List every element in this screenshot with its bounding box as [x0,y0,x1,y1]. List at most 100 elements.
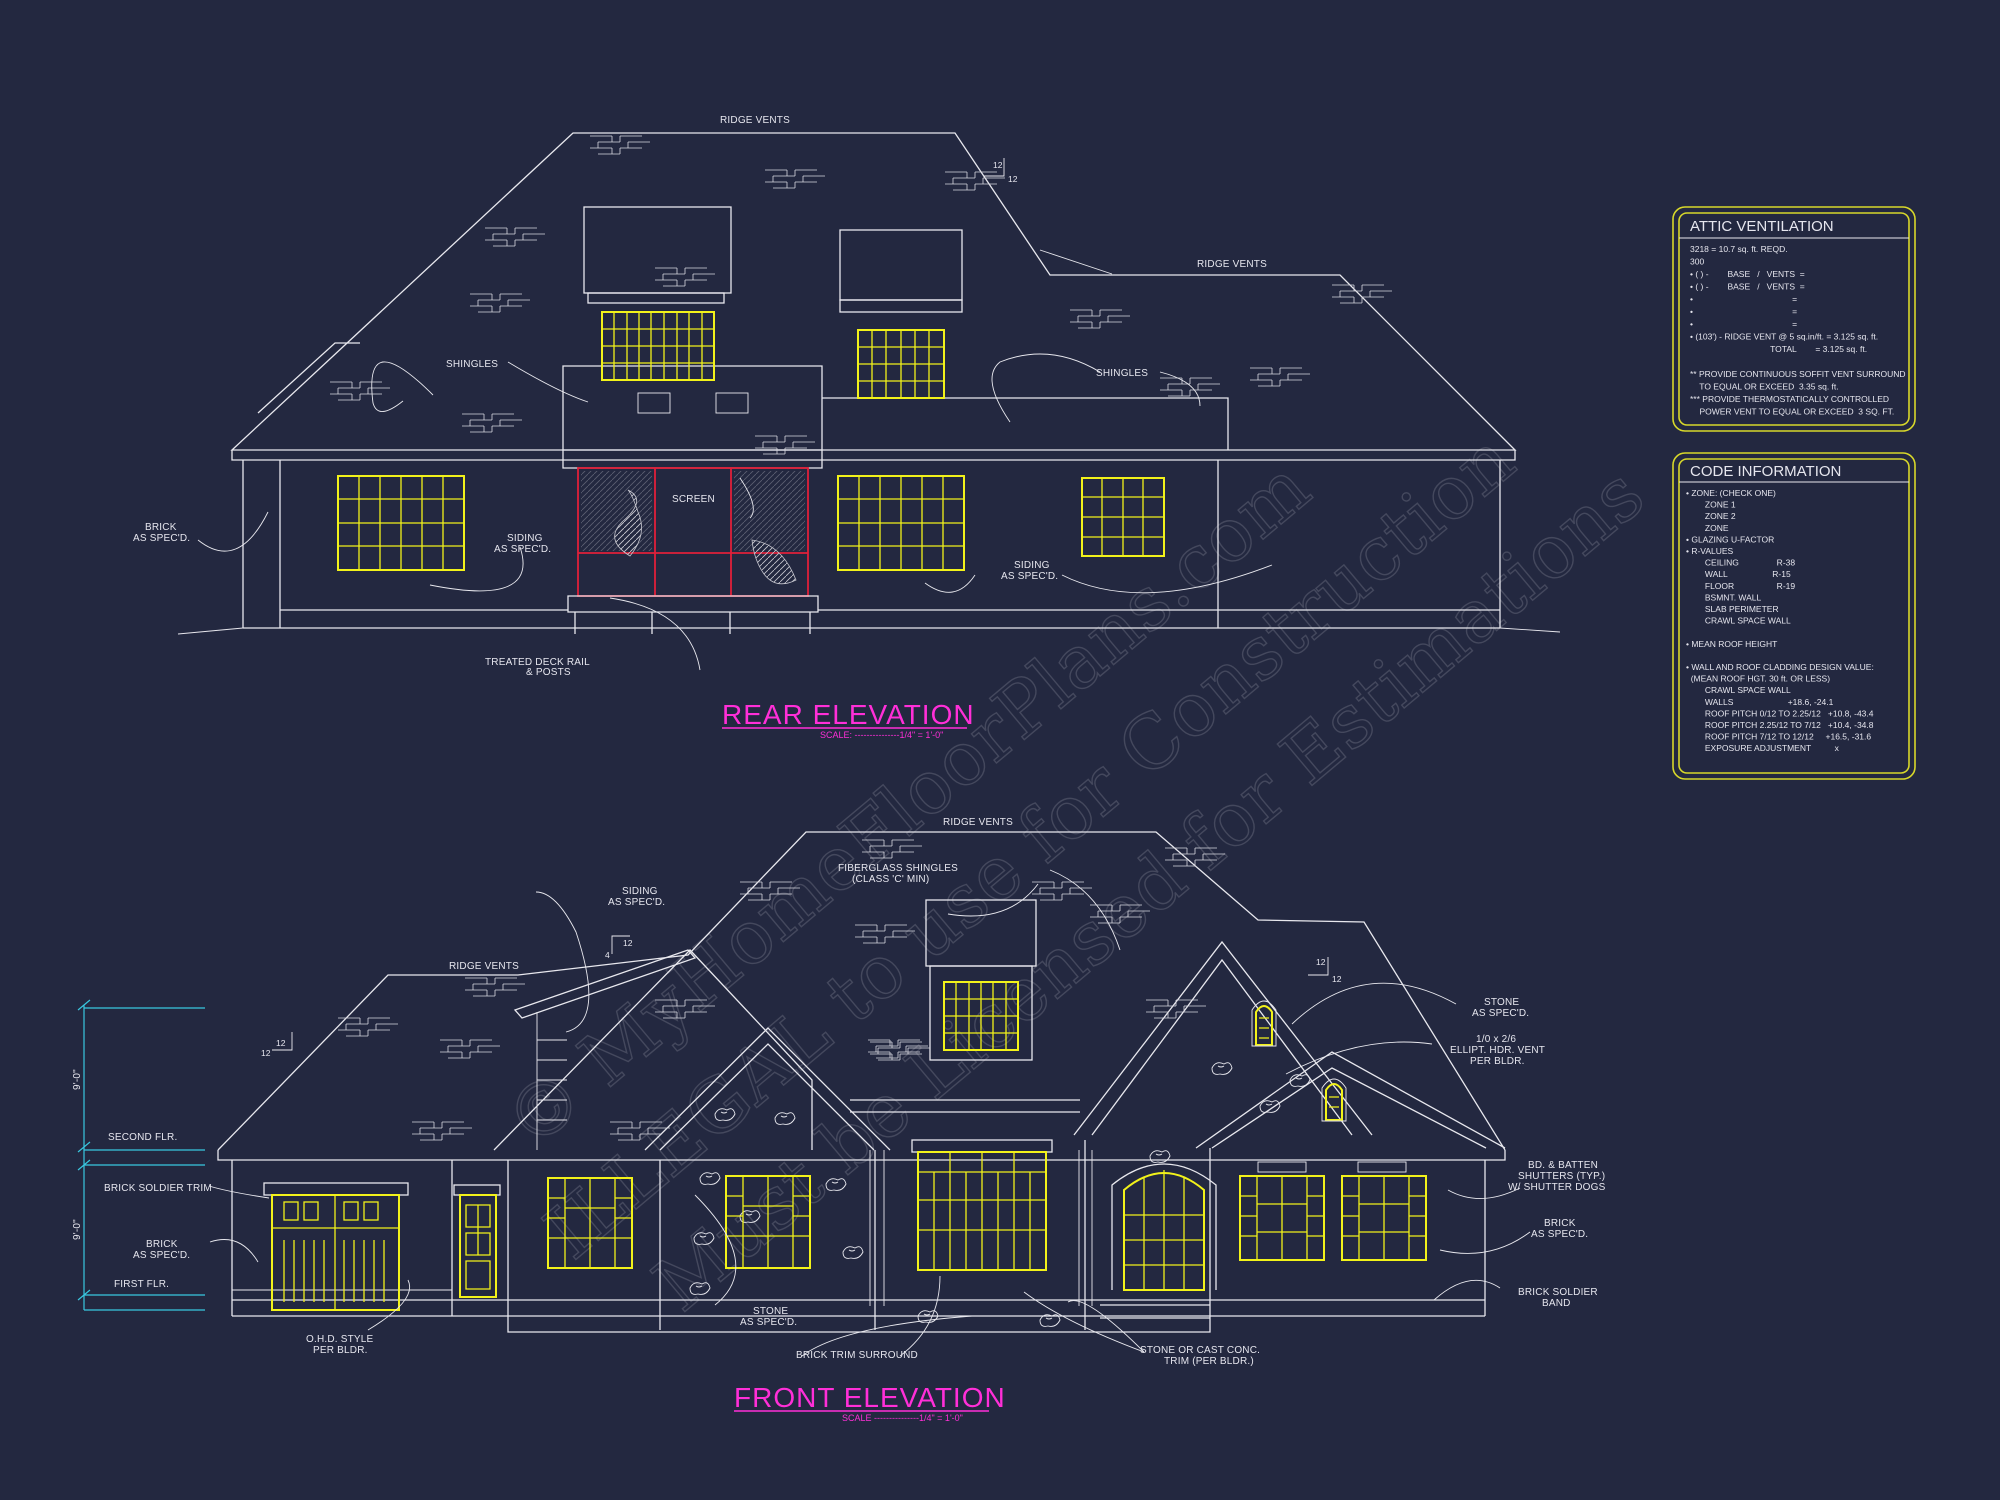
code-information-panel: CODE INFORMATION • ZONE: (CHECK ONE) ZON… [1672,452,1916,780]
rear-label-siding-left-1: SIDING [507,533,543,544]
front-label-ohd-1: O.H.D. STYLE [306,1334,374,1345]
front-label-brick-soldier-trim: BRICK SOLDIER TRIM [104,1183,212,1194]
front-pitch-b-run: 12 [276,1038,286,1048]
code-information-line: CRAWL SPACE WALL [1686,616,1791,626]
rear-label-brick-2: AS SPEC'D. [133,533,190,544]
attic-ventilation-line: ** PROVIDE CONTINUOUS SOFFIT VENT SURROU… [1690,369,1906,379]
front-label-ridge-vents-top: RIDGE VENTS [943,817,1013,828]
front-window-left-shuttered [547,1177,633,1269]
front-label-fiberglass-1: FIBERGLASS SHINGLES [838,863,958,874]
front-dim-upper: 9'-0" [72,1069,83,1090]
rear-label-shingles-left: SHINGLES [446,359,498,370]
front-window-center-large [911,1139,1053,1271]
rear-dormer-window-left [601,311,715,381]
code-information-line: ROOF PITCH 2.25/12 TO 7/12 +10.4, -34.8 [1686,720,1874,730]
rear-label-siding-left-2: AS SPEC'D. [494,544,551,555]
front-label-ellipt-vent-2: ELLIPT. HDR. VENT [1450,1045,1545,1056]
code-information-line: EXPOSURE ADJUSTMENT x [1686,743,1840,753]
code-information-line: ZONE 1 [1686,500,1736,510]
rear-window-1 [337,475,465,571]
front-elevation: 9'-0" 9'-0" 4 12 12 12 12 12 RIDGE VENTS… [72,817,1606,1423]
code-information-line: WALLS +18.6, -24.1 [1686,697,1834,707]
front-window-right-1-shuttered [1239,1161,1325,1261]
front-label-brick-left-1: BRICK [146,1239,178,1250]
rear-label-ridge-vents-right: RIDGE VENTS [1197,259,1267,270]
front-elliptical-vent-lower [1321,1078,1347,1122]
front-label-ridge-vents-left: RIDGE VENTS [449,961,519,972]
front-label-brick-right-1: BRICK [1544,1218,1576,1229]
code-information-line: BSMNT. WALL [1686,592,1762,602]
code-information-line: CEILING R-38 [1686,558,1795,568]
front-label-stone-mid-2: AS SPEC'D. [740,1317,797,1328]
code-information-line: FLOOR R-19 [1686,581,1795,591]
front-elevation-title: FRONT ELEVATION [734,1382,1006,1413]
front-label-stone-cast-1: STONE OR CAST CONC. [1140,1345,1260,1356]
rear-label-screen: SCREEN [672,494,715,505]
watermark-line-2: ILLEGAL to use for Construction [529,416,1530,1276]
code-information-line: • R-VALUES [1686,546,1734,556]
rear-elevation: 12 12 RIDGE VENTS RIDGE VENTS SHINGLES S… [133,115,1561,740]
rear-dormer-window-right [857,329,945,399]
rear-label-deck-2: & POSTS [526,667,571,678]
attic-ventilation-lines: 3218 = 10.7 sq. ft. REQD.300• ( ) - BASE… [1690,244,1906,417]
front-label-brick-soldier-band-2: BAND [1542,1298,1571,1309]
rear-fascia [231,450,1516,461]
code-information-line: ZONE 2 [1686,511,1736,521]
front-elliptical-vent-upper [1251,1000,1277,1047]
front-pitch-a-run: 12 [623,938,633,948]
front-window-center-shuttered [725,1175,811,1269]
attic-ventilation-line: • ( ) - BASE / VENTS = [1690,282,1805,292]
rear-pitch-rise: 12 [1008,174,1018,184]
attic-ventilation-line: • (103') - RIDGE VENT @ 5 sq.in/ft. = 3.… [1690,332,1878,342]
front-label-siding-2: AS SPEC'D. [608,897,665,908]
code-information-line: ZONE [1686,523,1729,533]
front-elevation-scale: SCALE ---------------1/4" = 1'-0" [842,1413,963,1423]
front-label-brick-right-2: AS SPEC'D. [1531,1229,1588,1240]
front-label-second-flr: SECOND FLR. [108,1132,177,1143]
front-label-stone-mid-1: STONE [753,1306,788,1317]
code-information-line: ROOF PITCH 7/12 TO 12/12 +16.5, -31.6 [1686,732,1871,742]
front-window-right-2-shuttered [1341,1161,1427,1261]
attic-ventilation-line: *** PROVIDE THERMOSTATICALLY CONTROLLED [1690,394,1889,404]
front-label-stone-top-2: AS SPEC'D. [1472,1008,1529,1019]
attic-ventilation-line: • = [1690,294,1797,304]
front-dim-lower: 9'-0" [72,1219,83,1240]
front-dimension-lines [77,999,205,1311]
front-dormer-window [943,981,1019,1051]
rear-left-hip [257,342,360,414]
attic-ventilation-line: 300 [1690,257,1704,267]
front-garage-door [263,1182,409,1311]
attic-ventilation-line: • ( ) - BASE / VENTS = [1690,269,1805,279]
rear-elevation-title: REAR ELEVATION [722,699,975,730]
code-information-lines: • ZONE: (CHECK ONE) ZONE 1 ZONE 2 ZONE• … [1686,488,1874,753]
front-pitch-c-run: 12 [1316,957,1326,967]
attic-ventilation-title: ATTIC VENTILATION [1690,218,1834,235]
front-pitch-a-rise: 4 [605,950,610,960]
rear-pitch-run: 12 [993,160,1003,170]
attic-ventilation-line: • = [1690,319,1797,329]
front-gable-right [1073,940,1373,1136]
front-label-ohd-2: PER BLDR. [313,1345,368,1356]
code-information-title: CODE INFORMATION [1690,463,1841,480]
front-pitch-b-rise: 12 [261,1048,271,1058]
front-label-ellipt-vent-1: 1/0 x 2/6 [1476,1034,1516,1045]
front-label-brick-trim-surround: BRICK TRIM SURROUND [796,1350,918,1361]
rear-label-shingles-right: SHINGLES [1096,368,1148,379]
front-main-roof [217,831,1506,1151]
front-label-bd-batten-1: BD. & BATTEN [1528,1160,1598,1171]
attic-ventilation-line: TOTAL = 3.125 sq. ft. [1690,344,1867,354]
code-information-line: • WALL AND ROOF CLADDING DESIGN VALUE: [1686,662,1874,672]
rear-label-deck-1: TREATED DECK RAIL [485,657,590,668]
attic-ventilation-line: TO EQUAL OR EXCEED 3.35 sq. ft. [1690,382,1839,392]
rear-window-2 [837,475,965,571]
rear-label-siding-right-2: AS SPEC'D. [1001,571,1058,582]
front-label-first-flr: FIRST FLR. [114,1279,169,1290]
front-label-bd-batten-3: W/ SHUTTER DOGS [1508,1182,1606,1193]
front-gable-center [644,1027,891,1151]
rear-label-brick-1: BRICK [145,522,177,533]
front-label-stone-cast-2: TRIM (PER BLDR.) [1164,1356,1254,1367]
attic-ventilation-line: • = [1690,307,1797,317]
front-label-bd-batten-2: SHUTTERS (TYP.) [1518,1171,1605,1182]
